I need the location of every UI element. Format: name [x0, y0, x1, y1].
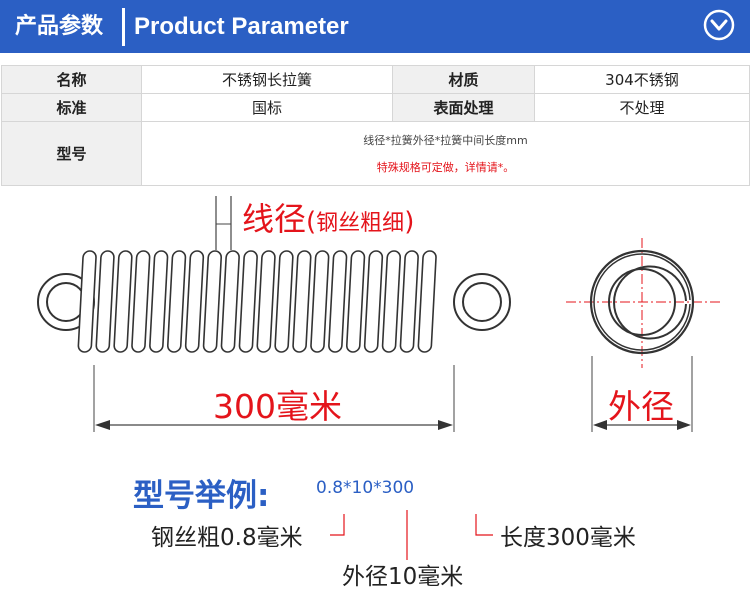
- model-cell: 线径*拉簧外径*拉簧中间长度mm 特殊规格可定做，详情请*。: [141, 121, 750, 186]
- coil-turn: [166, 250, 187, 353]
- header-divider: [122, 8, 125, 46]
- coil-turn: [381, 250, 402, 353]
- wire-diameter-title: 线径: [242, 200, 307, 238]
- example-leaders: [330, 510, 493, 560]
- value-surface: 不处理: [534, 93, 750, 122]
- example-length: 长度300毫米: [500, 525, 636, 551]
- wire-diameter-label: 线径(钢丝粗细): [242, 200, 415, 238]
- coil-turn: [238, 250, 258, 353]
- coil-turn: [417, 250, 437, 353]
- model-format-note: 线径*拉簧外径*拉簧中间长度mm: [363, 134, 528, 147]
- coil-turn: [399, 250, 419, 353]
- coil-turn: [292, 250, 312, 353]
- coil-turn: [328, 250, 348, 353]
- example-title: 型号举例:: [133, 478, 270, 514]
- chevron-down-circle-icon[interactable]: [703, 9, 735, 41]
- table-row: 型号 线径*拉簧外径*拉簧中间长度mm 特殊规格可定做，详情请*。: [1, 121, 750, 186]
- section-title-en: Product Parameter: [134, 13, 349, 40]
- spring-end-view: [566, 238, 722, 432]
- right-hook: [453, 273, 511, 331]
- header-bar: 产品参数 Product Parameter: [0, 0, 750, 53]
- label-name: 名称: [1, 65, 142, 94]
- outer-diameter-label: 外径: [608, 387, 674, 426]
- label-model: 型号: [1, 121, 142, 186]
- wire-diameter-subtitle: 钢丝粗细: [316, 211, 405, 236]
- coil-turn: [274, 250, 294, 353]
- length-dimension: [93, 365, 455, 432]
- table-row: 名称 不锈钢长拉簧 材质 304不锈钢: [1, 65, 750, 94]
- coil-turn: [77, 250, 97, 353]
- table-row: 标准 国标 表面处理 不处理: [1, 93, 750, 122]
- coil-turn: [363, 250, 384, 353]
- coil-turn: [256, 250, 276, 353]
- coil-turn: [131, 250, 151, 353]
- example-wire: 钢丝粗0.8毫米: [151, 525, 303, 551]
- coil-turn: [149, 250, 169, 353]
- example-code: 0.8*10*300: [316, 478, 415, 498]
- value-standard: 国标: [141, 93, 393, 122]
- custom-order-note: 特殊规格可定做，详情请*。: [376, 161, 515, 174]
- example-outer: 外径10毫米: [342, 564, 464, 590]
- coil-turn: [220, 250, 240, 353]
- spring-coils: [77, 250, 437, 353]
- coil-turn: [345, 250, 366, 353]
- length-label: 300毫米: [213, 387, 342, 426]
- label-standard: 标准: [1, 93, 142, 122]
- coil-turn: [113, 250, 133, 353]
- coil-turn: [310, 250, 330, 353]
- coil-turn: [95, 250, 115, 353]
- parameter-table: 名称 不锈钢长拉簧 材质 304不锈钢 标准 国标 表面处理 不处理 型号 线径…: [1, 65, 750, 186]
- section-title-cn: 产品参数: [14, 14, 103, 39]
- coil-turn: [202, 250, 223, 353]
- coil-turn: [184, 250, 205, 353]
- value-material: 304不锈钢: [534, 65, 750, 94]
